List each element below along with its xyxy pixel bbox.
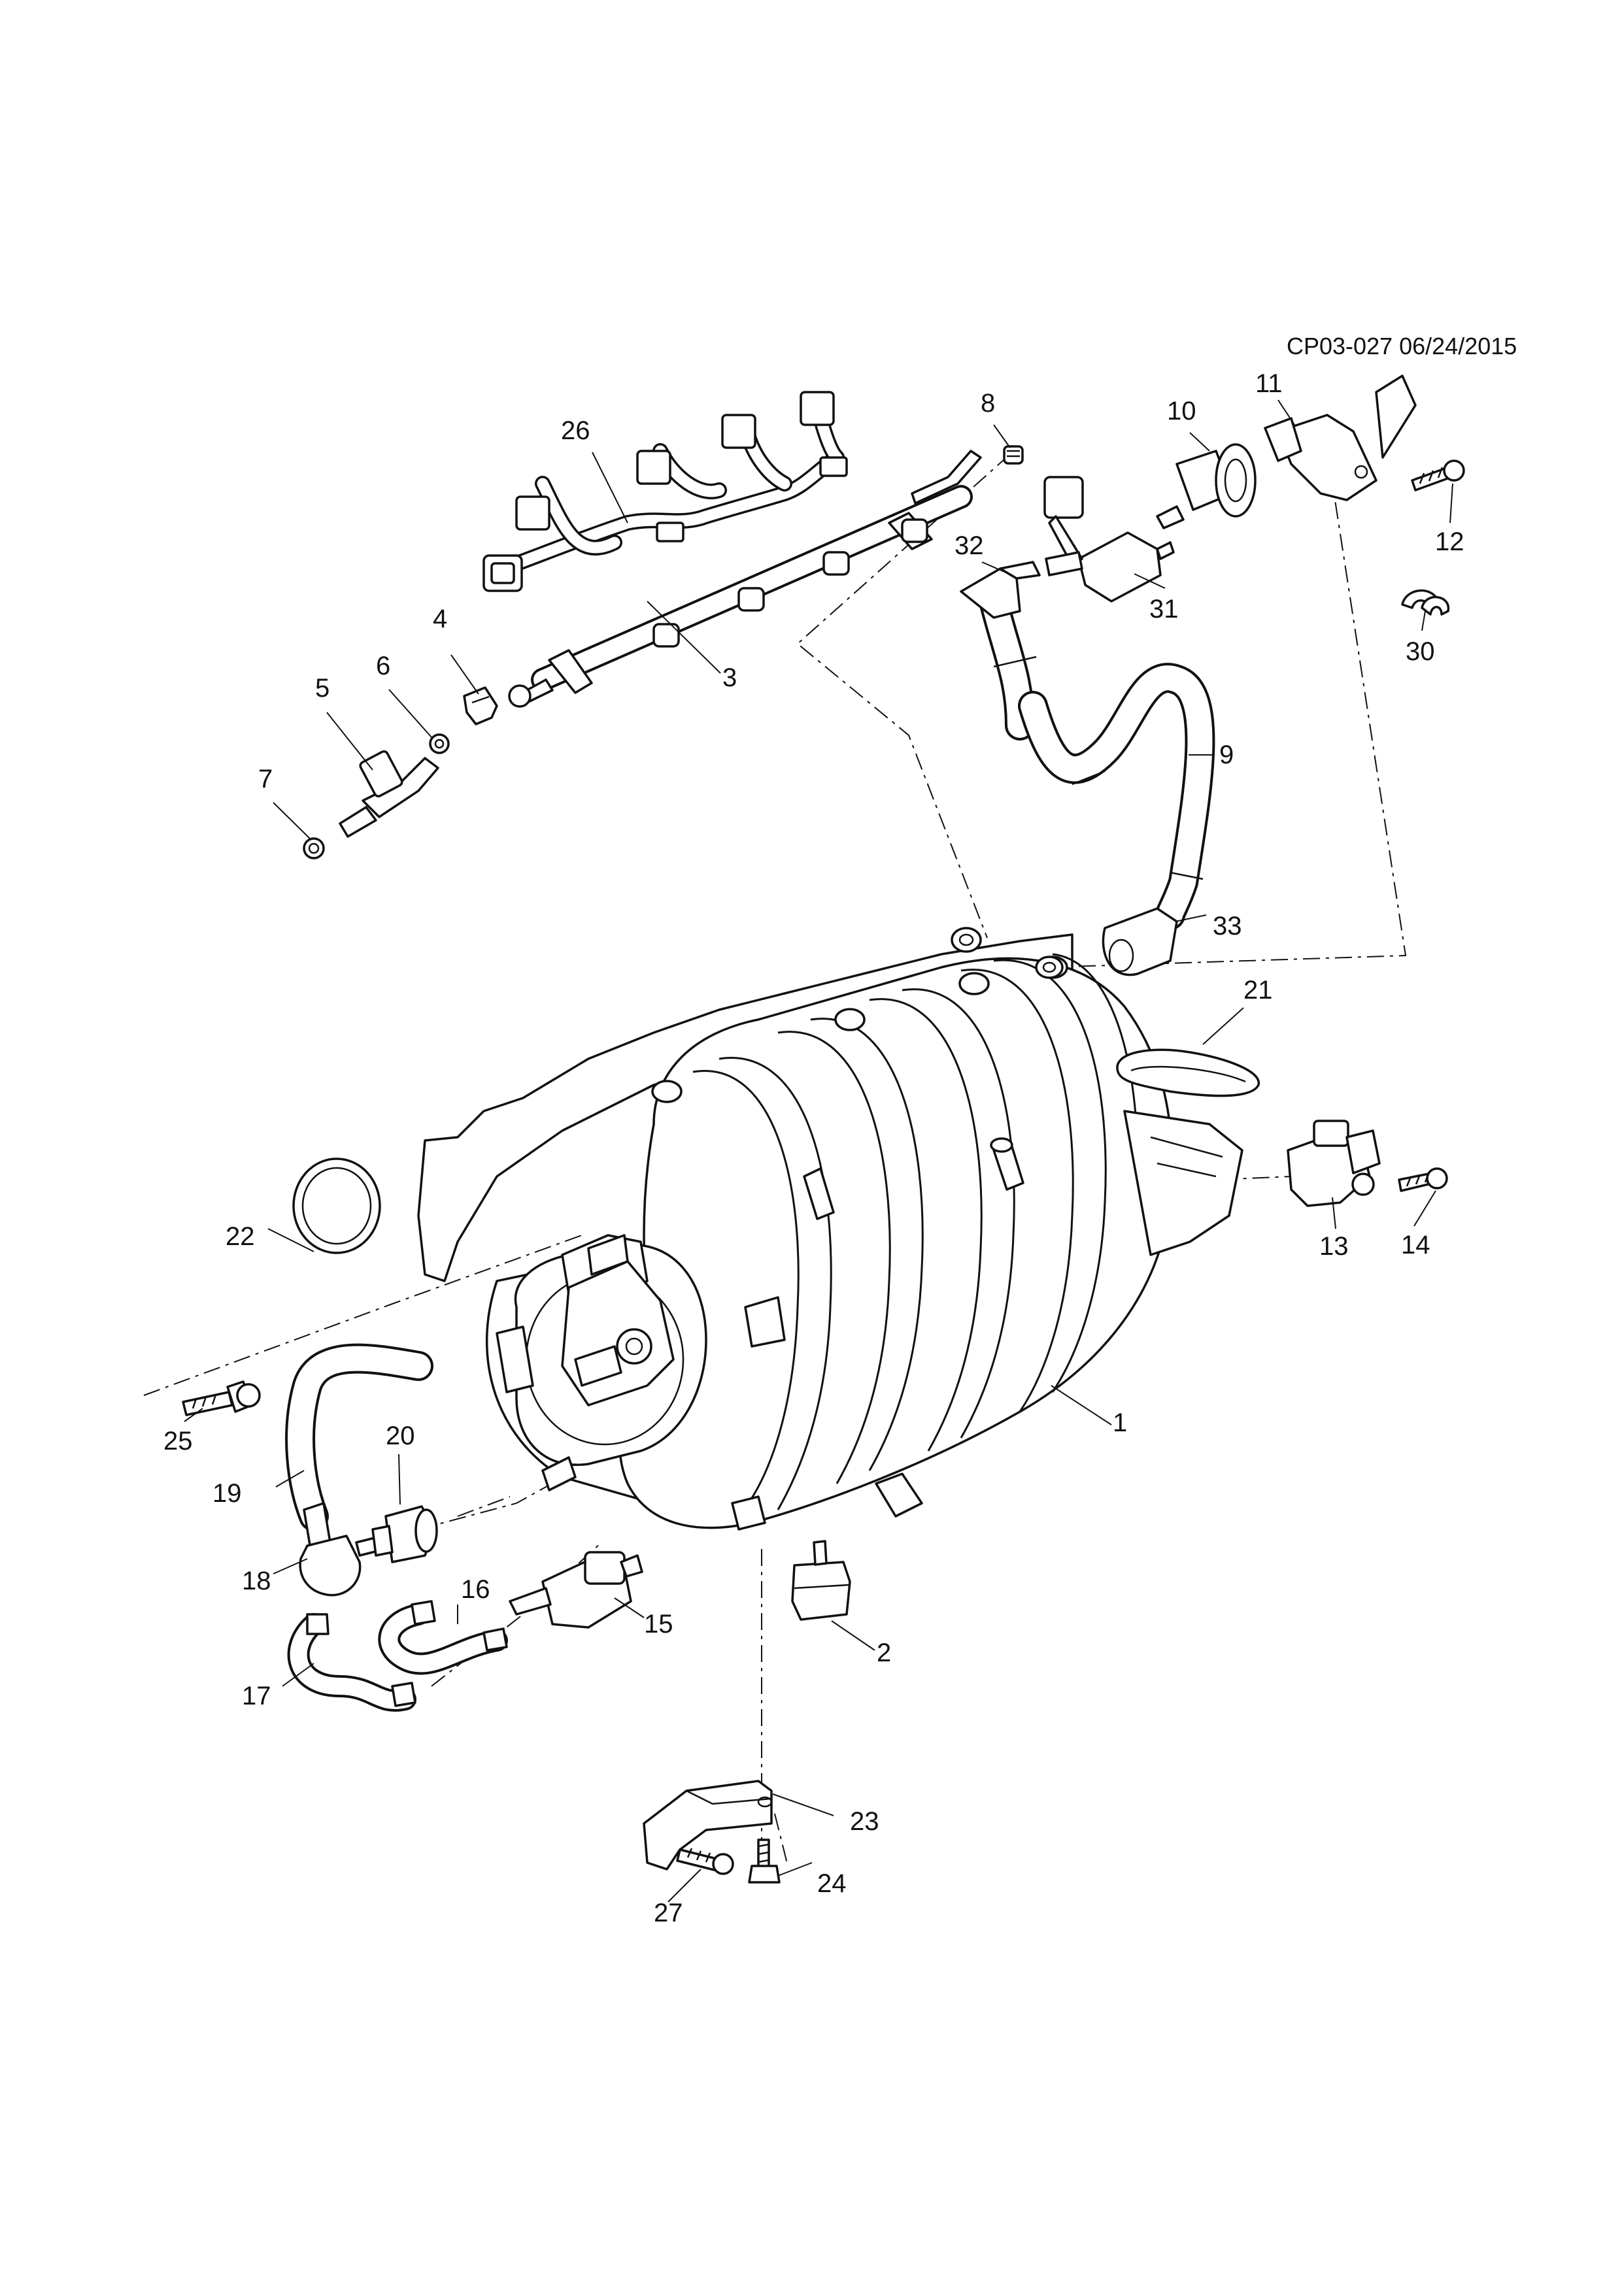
coolant-hose-end (299, 1502, 387, 1597)
callout-33: 33 (1213, 912, 1242, 940)
bracket-bolt (1411, 459, 1465, 491)
callout-15: 15 (644, 1610, 673, 1639)
callout-10: 10 (1167, 397, 1196, 425)
wiring-harness (482, 391, 848, 592)
callout-23: 23 (850, 1807, 879, 1836)
callout-24: 24 (817, 1869, 847, 1898)
purge-valve-mount (1156, 443, 1257, 529)
map-sensor-nut (791, 1540, 851, 1621)
callout-27: 27 (654, 1899, 683, 1927)
callout-1: 1 (1113, 1408, 1127, 1437)
callout-31: 31 (1149, 595, 1179, 624)
callout-5: 5 (315, 674, 329, 703)
callout-14: 14 (1401, 1231, 1430, 1259)
callout-4: 4 (433, 605, 447, 633)
callout-3: 3 (722, 663, 737, 692)
fuel-injector (339, 750, 439, 838)
callout-26: 26 (561, 416, 590, 445)
throttle-body-bolt (182, 1380, 261, 1416)
hose-fitting (371, 1505, 438, 1563)
vacuum-control-valve (509, 1551, 643, 1629)
callout-9: 9 (1219, 740, 1234, 769)
callout-25: 25 (163, 1427, 193, 1456)
callout-16: 16 (461, 1575, 490, 1604)
fuel-rail (508, 450, 982, 708)
callout-8: 8 (981, 389, 995, 418)
callout-18: 18 (242, 1567, 271, 1595)
manifold-outlet-gasket (1116, 1048, 1260, 1097)
hose-clip (1401, 590, 1449, 616)
callout-20: 20 (386, 1422, 415, 1450)
injector-clip (463, 686, 498, 725)
purge-hose (979, 586, 1215, 930)
drawing-code: CP03-027 06/24/2015 (1287, 333, 1517, 359)
fuel-rail-cap (1003, 445, 1024, 465)
injector-o-ring-lower (303, 837, 325, 859)
callout-17: 17 (242, 1682, 271, 1710)
callout-12: 12 (1435, 527, 1464, 556)
throttle-body-gasket (292, 1157, 381, 1254)
callout-11: 11 (1255, 369, 1283, 398)
heat-shield-bracket (643, 1780, 773, 1871)
callout-6: 6 (376, 652, 390, 680)
leader-lines (184, 399, 1453, 1903)
injector-o-ring-upper (429, 733, 450, 754)
callout-22: 22 (226, 1222, 255, 1251)
callout-7: 7 (258, 765, 273, 793)
manifold-pressure-sensor (1287, 1120, 1381, 1207)
callouts: 1 2 3 4 5 6 7 8 9 10 11 12 13 14 15 16 1… (163, 369, 1464, 1927)
vacuum-hose-upper (378, 1600, 508, 1675)
heat-shield-bolt-short (748, 1838, 781, 1884)
callout-2: 2 (877, 1639, 891, 1667)
coolant-hose (285, 1343, 433, 1531)
throttle-body (496, 1234, 707, 1491)
callout-30: 30 (1406, 637, 1435, 666)
vacuum-hose-lower (287, 1613, 416, 1712)
callout-32: 32 (955, 531, 984, 560)
purge-bracket (1264, 374, 1417, 501)
heat-shield-bolt-long (676, 1848, 734, 1875)
sensor-bolt (1398, 1167, 1448, 1192)
purge-hose-elbow-lower (1102, 907, 1178, 976)
callout-19: 19 (212, 1479, 242, 1508)
callout-13: 13 (1319, 1232, 1349, 1261)
purge-solenoid (1043, 476, 1175, 603)
callout-21: 21 (1243, 976, 1273, 1005)
